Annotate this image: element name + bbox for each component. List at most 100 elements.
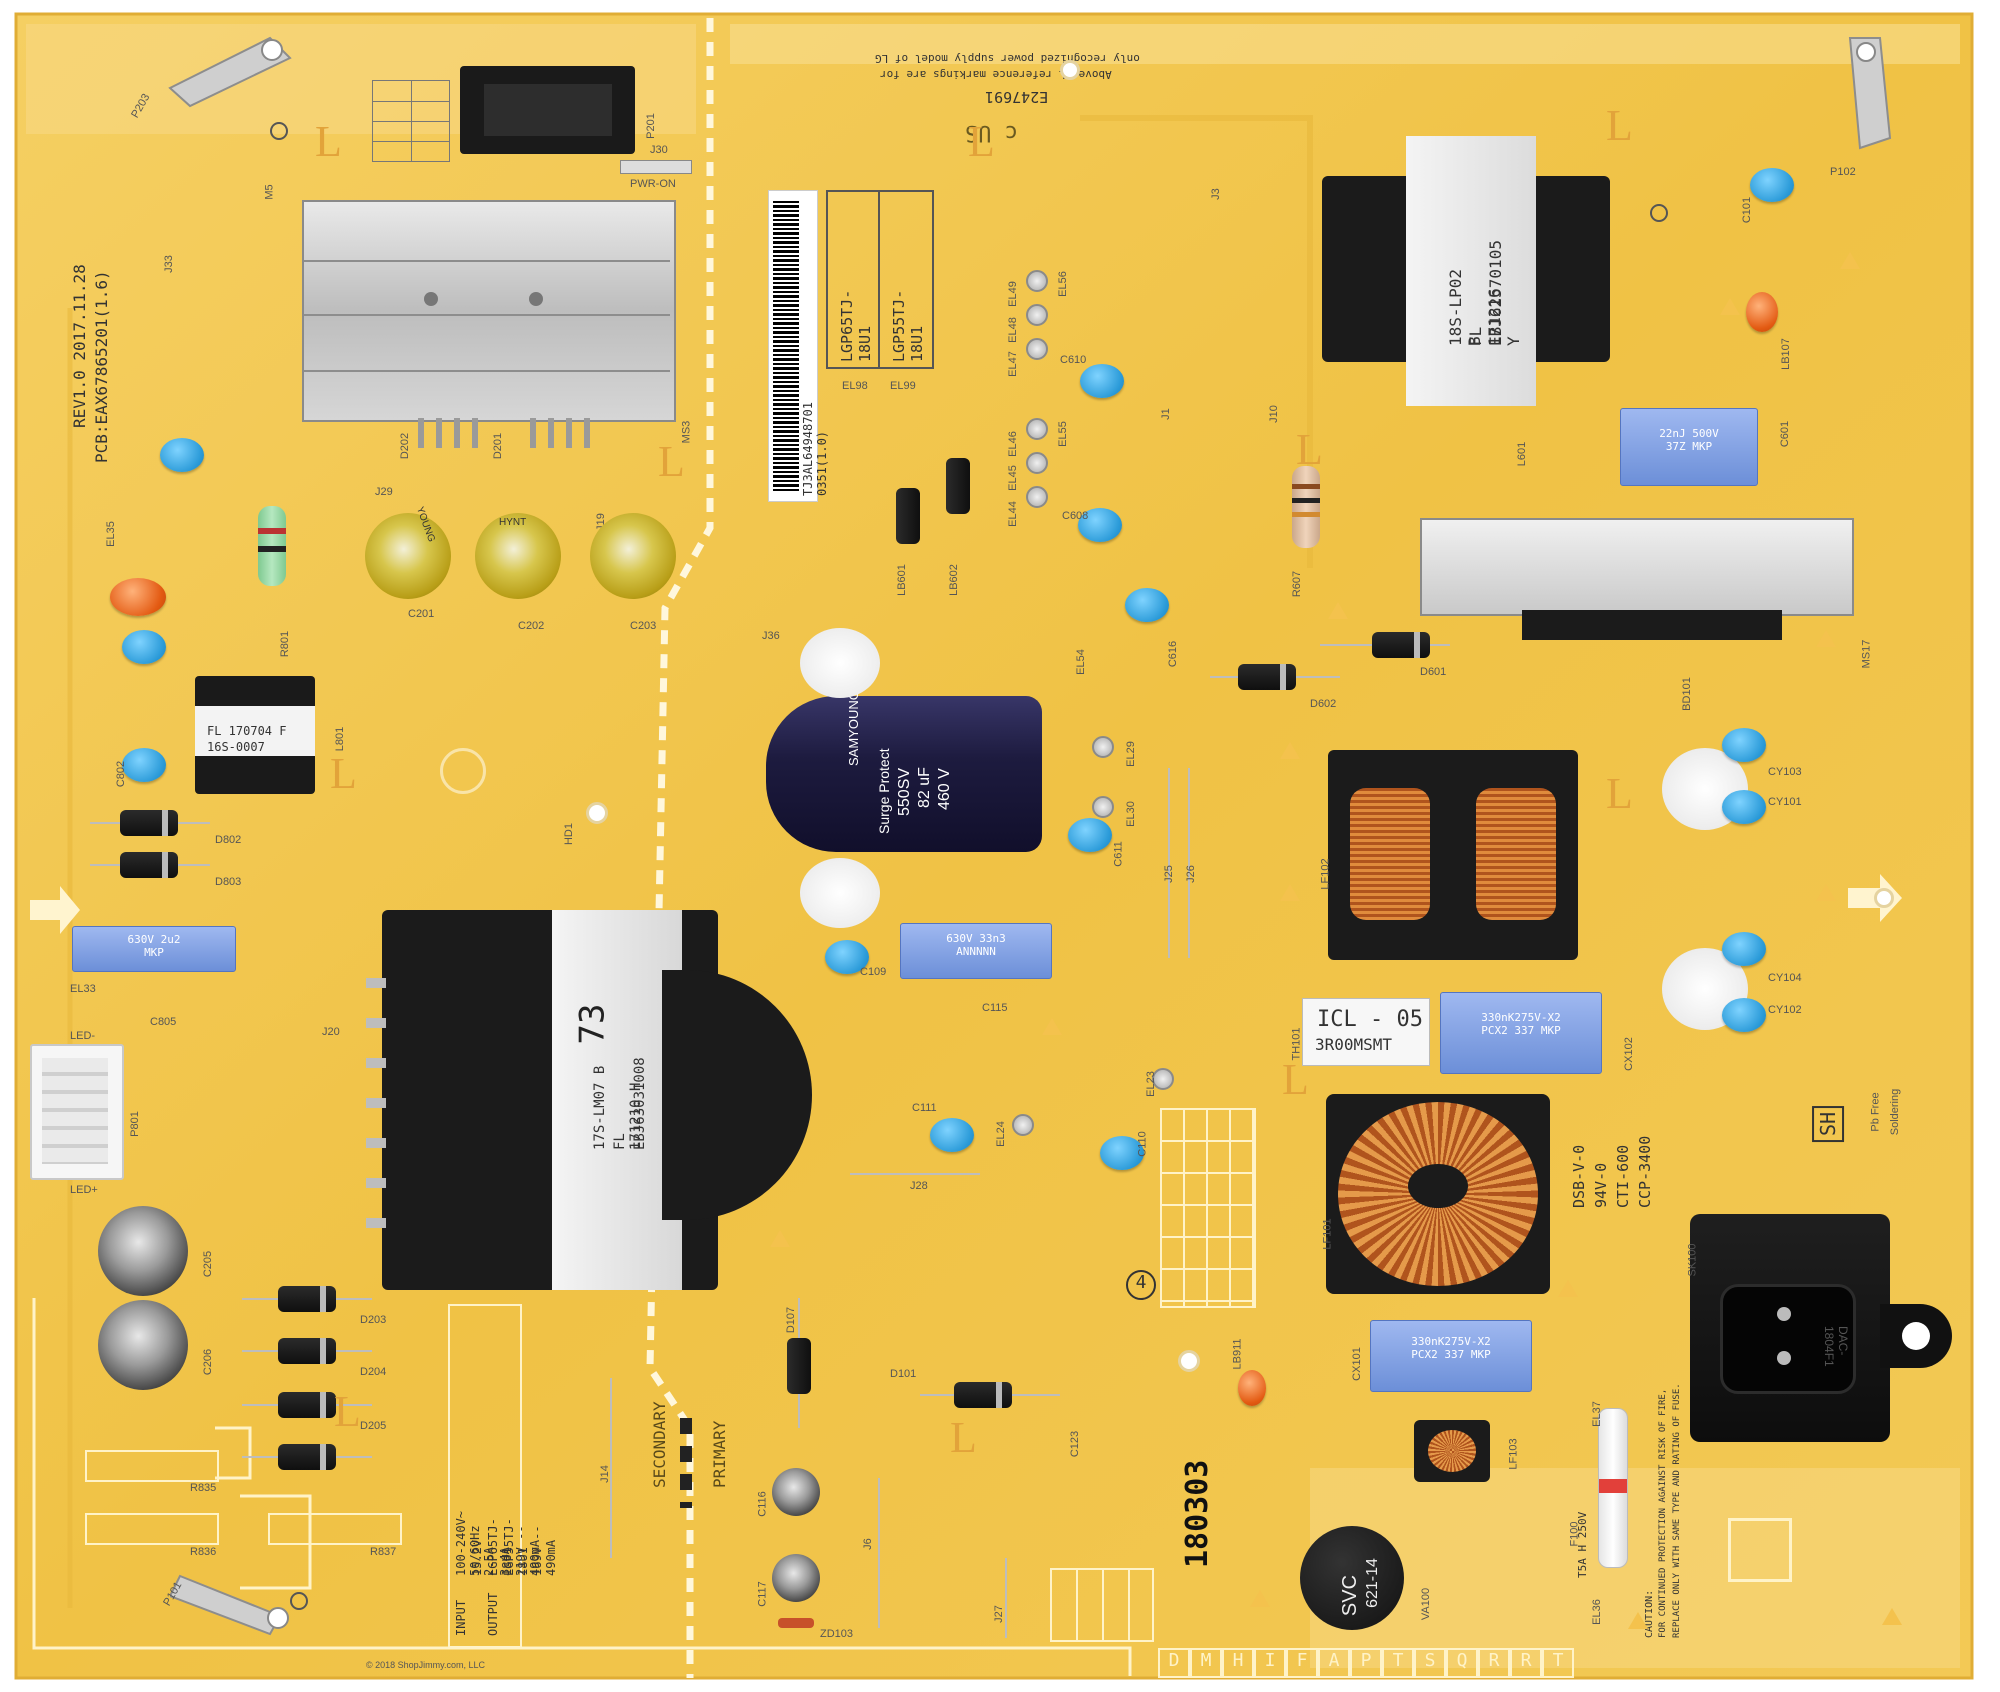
- ref-d203: D203: [360, 1314, 387, 1326]
- film-cap-cx101-type: PCX2 337 MKP: [1411, 1348, 1491, 1361]
- capacitor-c201: YOUNG: [365, 505, 451, 599]
- film-cap-c115-value: 630V 33n3: [946, 932, 1006, 945]
- ref-lf102: LF102: [1319, 858, 1332, 890]
- bottom-code: I: [1254, 1648, 1286, 1678]
- ref-cx102: CX102: [1622, 1037, 1635, 1071]
- rating-input-label: INPUT: [454, 1599, 468, 1636]
- line-filter-lf101: [1326, 1094, 1550, 1294]
- mounting-tab-top-left: [168, 36, 292, 108]
- icl-thermistor: ICL - 05 3R00MSMT: [1302, 998, 1430, 1066]
- jumper-j25: [1168, 768, 1170, 958]
- ref-el29: EL29: [1124, 741, 1137, 767]
- led-connector-p801[interactable]: [30, 1044, 124, 1180]
- warning-icon: [1280, 884, 1300, 901]
- ref-ms17: MS17: [1860, 639, 1873, 669]
- bulk-cap-clip-bottom: [800, 858, 880, 928]
- ref-j6: J6: [861, 1538, 874, 1550]
- ref-c616: C616: [1167, 640, 1180, 668]
- diode-d101: [954, 1382, 1012, 1408]
- ref-d101: D101: [890, 1368, 917, 1380]
- screw-icon: [270, 122, 288, 140]
- pad-el44: [1026, 486, 1048, 508]
- film-cap-cx101: 330nK275V-X2 PCX2 337 MKP: [1370, 1320, 1532, 1392]
- ref-el45: EL45: [1006, 465, 1019, 491]
- film-cap-c805: 630V 2u2 MKP: [72, 926, 236, 972]
- ref-el30: EL30: [1124, 801, 1137, 827]
- ref-lb107: LB107: [1779, 338, 1792, 370]
- ref-c805: C805: [150, 1016, 177, 1028]
- ref-d802: D802: [215, 834, 242, 846]
- ref-j27: J27: [992, 1605, 1005, 1623]
- bottom-code: M: [1190, 1648, 1222, 1678]
- film-cap-c805-value: 630V 2u2: [127, 933, 181, 946]
- line-filter-lf102: [1328, 750, 1578, 960]
- warning-icon: [1882, 1608, 1902, 1625]
- warning-icon: [1816, 630, 1836, 647]
- resistor-r835: [85, 1450, 219, 1482]
- led-plus-label: LED+: [70, 1184, 98, 1196]
- option-grid: [1160, 1108, 1256, 1308]
- ceramic-cap-cy101: [1722, 790, 1766, 824]
- pad-el47: [1026, 338, 1048, 360]
- ref-d107: D107: [785, 1306, 798, 1334]
- fuse-f100: [1598, 1408, 1628, 1568]
- ref-j29: J29: [375, 486, 393, 498]
- ref-r837: R837: [370, 1546, 397, 1558]
- pad-el46: [1026, 418, 1048, 440]
- copyright-text: © 2018 ShopJimmy.com, LLC: [366, 1660, 486, 1670]
- ref-sk100: SK100: [1686, 1243, 1699, 1277]
- ceramic-cap-cy104: [1722, 932, 1766, 966]
- revision-text: REV1.0 2017.11.28: [70, 264, 89, 428]
- circle-number: 4: [1126, 1270, 1156, 1300]
- secondary-label: SECONDARY: [650, 1401, 669, 1488]
- resistor-r607: [1292, 466, 1320, 548]
- ref-d202: D202: [399, 432, 412, 460]
- ref-j3: J3: [1209, 188, 1222, 200]
- pcb-board: REV1.0 2017.11.28 PCB:EAX67865201(1.6) P…: [10, 8, 1978, 1684]
- transformer-pins-left: [366, 948, 386, 1258]
- icl-label-2: 3R00MSMT: [1315, 1035, 1393, 1054]
- ref-cx101: CX101: [1350, 1347, 1363, 1381]
- ref-cy101: CY101: [1768, 796, 1802, 808]
- ceramic-cap-c109: [825, 940, 869, 974]
- transformer-l801-label-1: 16S-0007: [207, 740, 265, 754]
- pad-el29: [1092, 736, 1114, 758]
- ref-j14: J14: [598, 1465, 611, 1483]
- ref-j26: J26: [1184, 865, 1197, 883]
- isolation-marks: [680, 1418, 692, 1508]
- varistor-va100: SVC 621-14: [1300, 1526, 1404, 1630]
- ref-el46: EL46: [1006, 431, 1019, 457]
- warning-icon: [1816, 884, 1836, 901]
- ref-el98: EL98: [842, 380, 868, 392]
- varistor-label-1: SVC: [1339, 1574, 1362, 1617]
- primary-label: PRIMARY: [710, 1420, 729, 1488]
- ref-d205: D205: [360, 1420, 387, 1432]
- transformer-tag: 73: [572, 1003, 613, 1045]
- connector-p201[interactable]: [460, 66, 635, 154]
- transformer-top-label-3: EBJ62570105: [1486, 240, 1505, 346]
- letter-l-6: L: [1606, 769, 1633, 818]
- ref-el33: EL33: [70, 983, 96, 995]
- ref-c117: C117: [756, 1581, 769, 1607]
- ceramic-cap-left-2: [122, 630, 166, 664]
- ref-j20: J20: [322, 1026, 340, 1038]
- ac-inlet-connector[interactable]: DAC-1804F1: [1690, 1214, 1890, 1442]
- warning-icon: [1558, 1280, 1578, 1297]
- capacitor-c116: [772, 1468, 820, 1516]
- bulk-cap-line-2: 550SV: [896, 767, 913, 816]
- ground-symbol-box: [1728, 1518, 1792, 1582]
- bottom-code: Q: [1446, 1648, 1478, 1678]
- film-cap-c115: 630V 33n3 ANNNNN: [900, 923, 1052, 979]
- capacitor-c205: [98, 1206, 188, 1296]
- bottom-code: S: [1414, 1648, 1446, 1678]
- ref-el35: EL35: [104, 521, 117, 547]
- ceramic-cap-c111: [930, 1118, 974, 1152]
- sh-mark: SH: [1812, 1105, 1845, 1143]
- warning-icon: [1250, 1590, 1270, 1607]
- jumper-j28: [850, 1173, 980, 1175]
- fuse-rating: T5A H 250V: [1576, 1511, 1589, 1578]
- film-cap-cx101-value: 330nK275V-X2: [1411, 1335, 1491, 1348]
- ref-c610: C610: [1060, 354, 1087, 366]
- letter-l-2: L: [968, 117, 995, 166]
- diode-d601: [1372, 632, 1430, 658]
